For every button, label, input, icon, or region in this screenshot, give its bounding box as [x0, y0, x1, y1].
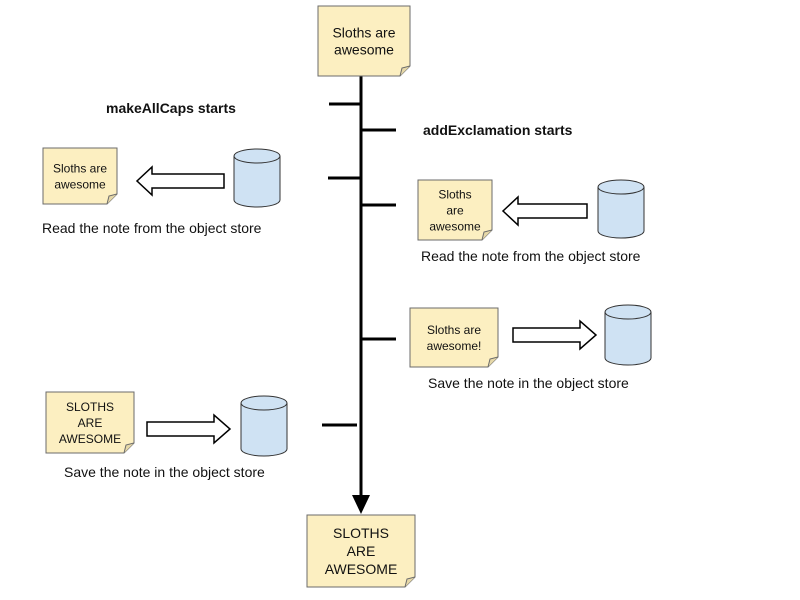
arrow-left-icon-right-read: [501, 195, 588, 227]
arrow-right-icon-left-save: [146, 413, 232, 445]
note-line: SLOTHS: [333, 525, 389, 541]
cylinder-icon-left-read: [233, 148, 281, 208]
note-line: ARE: [78, 416, 103, 430]
arrow-left-icon-left-read: [135, 165, 225, 197]
note-bottom: SLOTHS ARE AWESOME: [306, 514, 416, 588]
note-line: awesome: [334, 41, 394, 57]
label-right-save: Save the note in the object store: [428, 375, 629, 391]
arrow-right-icon-right-save: [512, 319, 598, 351]
note-line: Sloths are: [332, 24, 395, 40]
cylinder-icon-right-save: [604, 304, 652, 366]
note-left-read: Sloths are awesome: [42, 147, 118, 205]
note-right-save: Sloths are awesome!: [409, 307, 499, 368]
note-line: AWESOME: [59, 432, 121, 446]
heading-add-exclamation: addExclamation starts: [423, 122, 573, 138]
note-right-read: Sloths are awesome: [417, 179, 493, 241]
label-left-read: Read the note from the object store: [42, 220, 262, 236]
note-line: awesome!: [427, 339, 482, 353]
note-line: are: [446, 203, 464, 217]
cylinder-icon-left-save: [240, 395, 288, 457]
timeline-arrowhead: [352, 495, 370, 514]
note-line: ARE: [347, 543, 376, 559]
note-line: SLOTHS: [66, 400, 114, 414]
note-line: Sloths: [438, 187, 471, 201]
label-right-read: Read the note from the object store: [421, 248, 641, 264]
note-line: awesome: [429, 219, 481, 233]
note-line: awesome: [54, 177, 106, 191]
note-line: Sloths are: [53, 161, 107, 175]
note-line: Sloths are: [427, 323, 481, 337]
label-left-save: Save the note in the object store: [64, 464, 265, 480]
heading-make-all-caps: makeAllCaps starts: [106, 100, 236, 116]
note-line: AWESOME: [325, 561, 398, 577]
note-left-save: SLOTHS ARE AWESOME: [45, 391, 135, 454]
cylinder-icon-right-read: [597, 179, 645, 239]
